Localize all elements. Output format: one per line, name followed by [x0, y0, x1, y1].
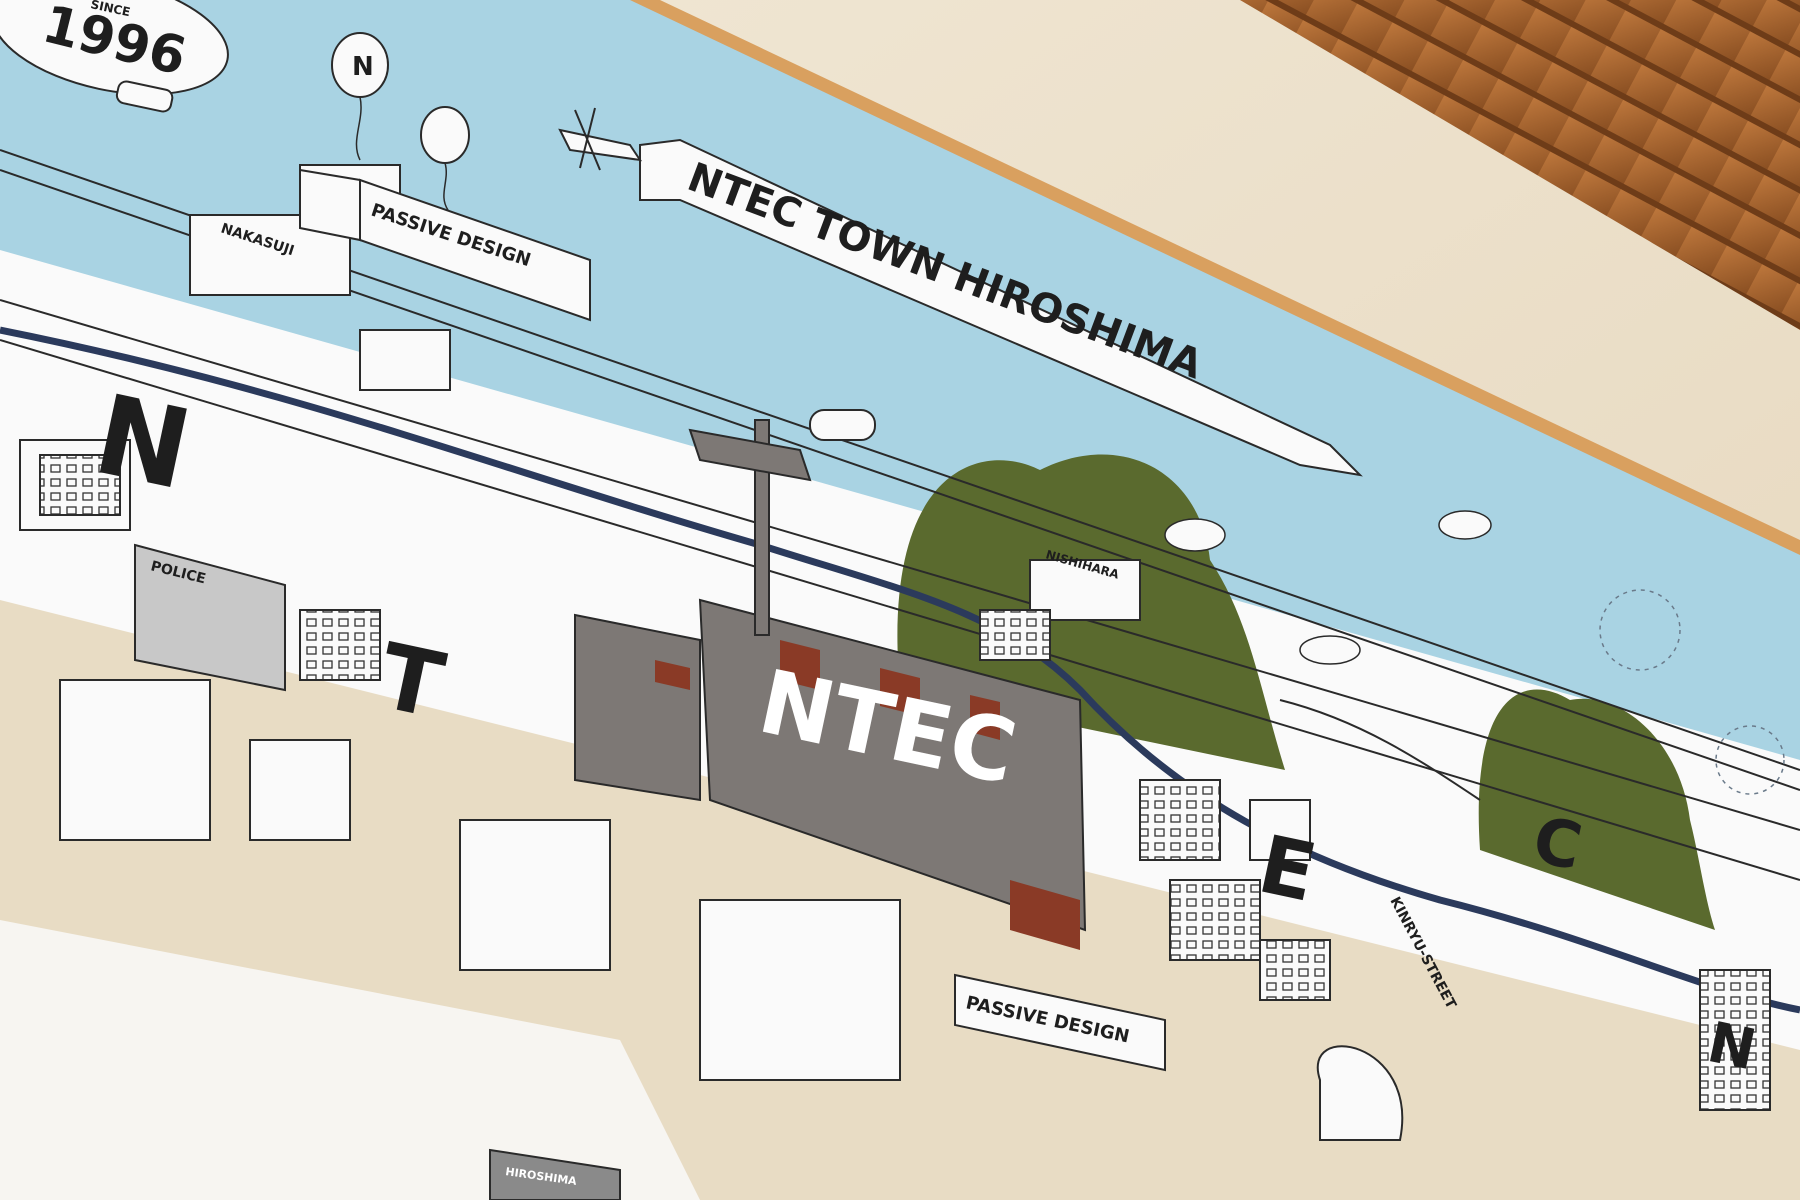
blimp: SINCE 1996 — [0, 0, 229, 113]
fireworks — [1599, 589, 1785, 795]
town-buildings — [19, 164, 1771, 1141]
police-building: POLICE — [134, 543, 286, 692]
balloons: N — [331, 32, 470, 211]
balloon-letter: N — [352, 52, 374, 82]
airplane — [558, 107, 643, 171]
wood-slat-ceiling — [1240, 0, 1800, 330]
corner-sign: HIROSHIMA — [489, 1148, 621, 1200]
ntec-main-building: NTEC — [574, 419, 1087, 950]
lower-strip — [0, 920, 700, 1200]
tower — [754, 419, 770, 636]
clouds — [1164, 510, 1492, 665]
